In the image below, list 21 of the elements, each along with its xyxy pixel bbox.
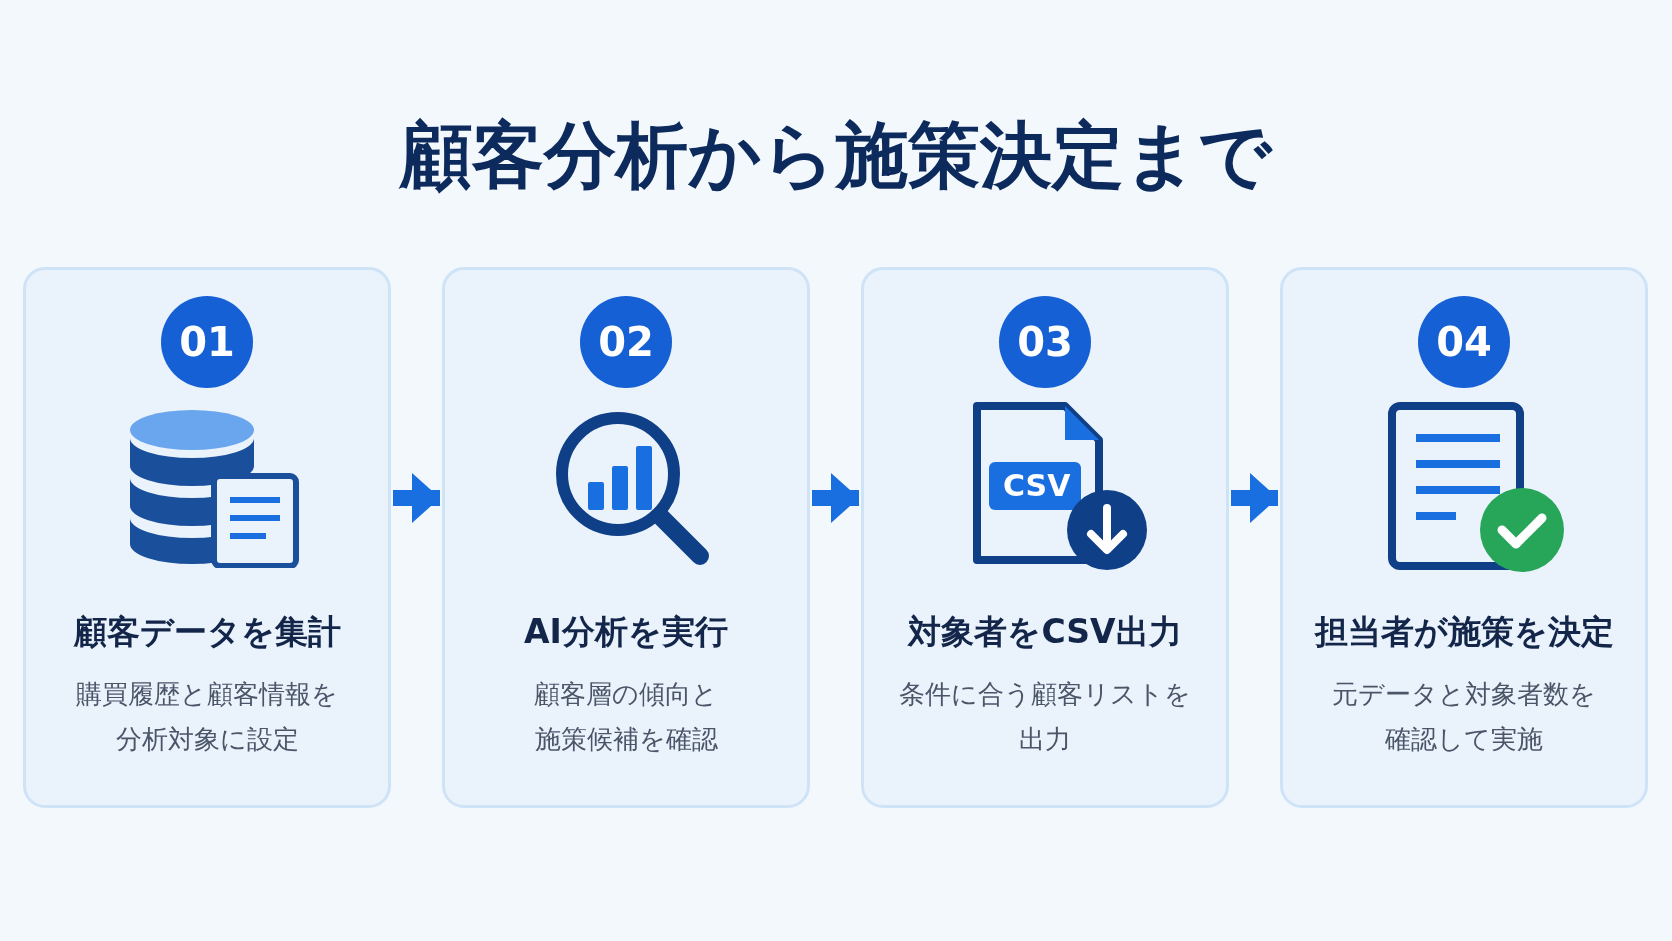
file-type-label: CSV (1003, 468, 1071, 504)
step-card (861, 267, 1229, 808)
arrow (1231, 473, 1278, 523)
step-card (1280, 267, 1648, 808)
step-description: 顧客層の傾向と施策候補を確認 (533, 678, 719, 756)
step-description: 条件に合う顧客リストを出力 (898, 678, 1192, 756)
step-number-badge: 02 (580, 296, 672, 388)
step-heading: AI分析を実行 (524, 611, 728, 653)
step-description: 購買履歴と顧客情報を分析対象に設定 (75, 678, 339, 756)
step-number-badge: 01 (161, 296, 253, 388)
step-heading: 顧客データを集計 (73, 611, 341, 653)
step-heading: 担当者が施策を決定 (1314, 611, 1614, 653)
step-card (23, 267, 391, 808)
step-heading: 対象者をCSV出力 (908, 611, 1182, 653)
step-number-badge: 04 (1418, 296, 1510, 388)
step-description: 元データと対象者数を確認して実施 (1331, 678, 1597, 756)
arrow (393, 473, 440, 523)
arrow (812, 473, 859, 523)
title: 顧客分析から施策決定まで (400, 112, 1272, 199)
step-number-badge: 03 (999, 296, 1091, 388)
step-card (442, 267, 810, 808)
